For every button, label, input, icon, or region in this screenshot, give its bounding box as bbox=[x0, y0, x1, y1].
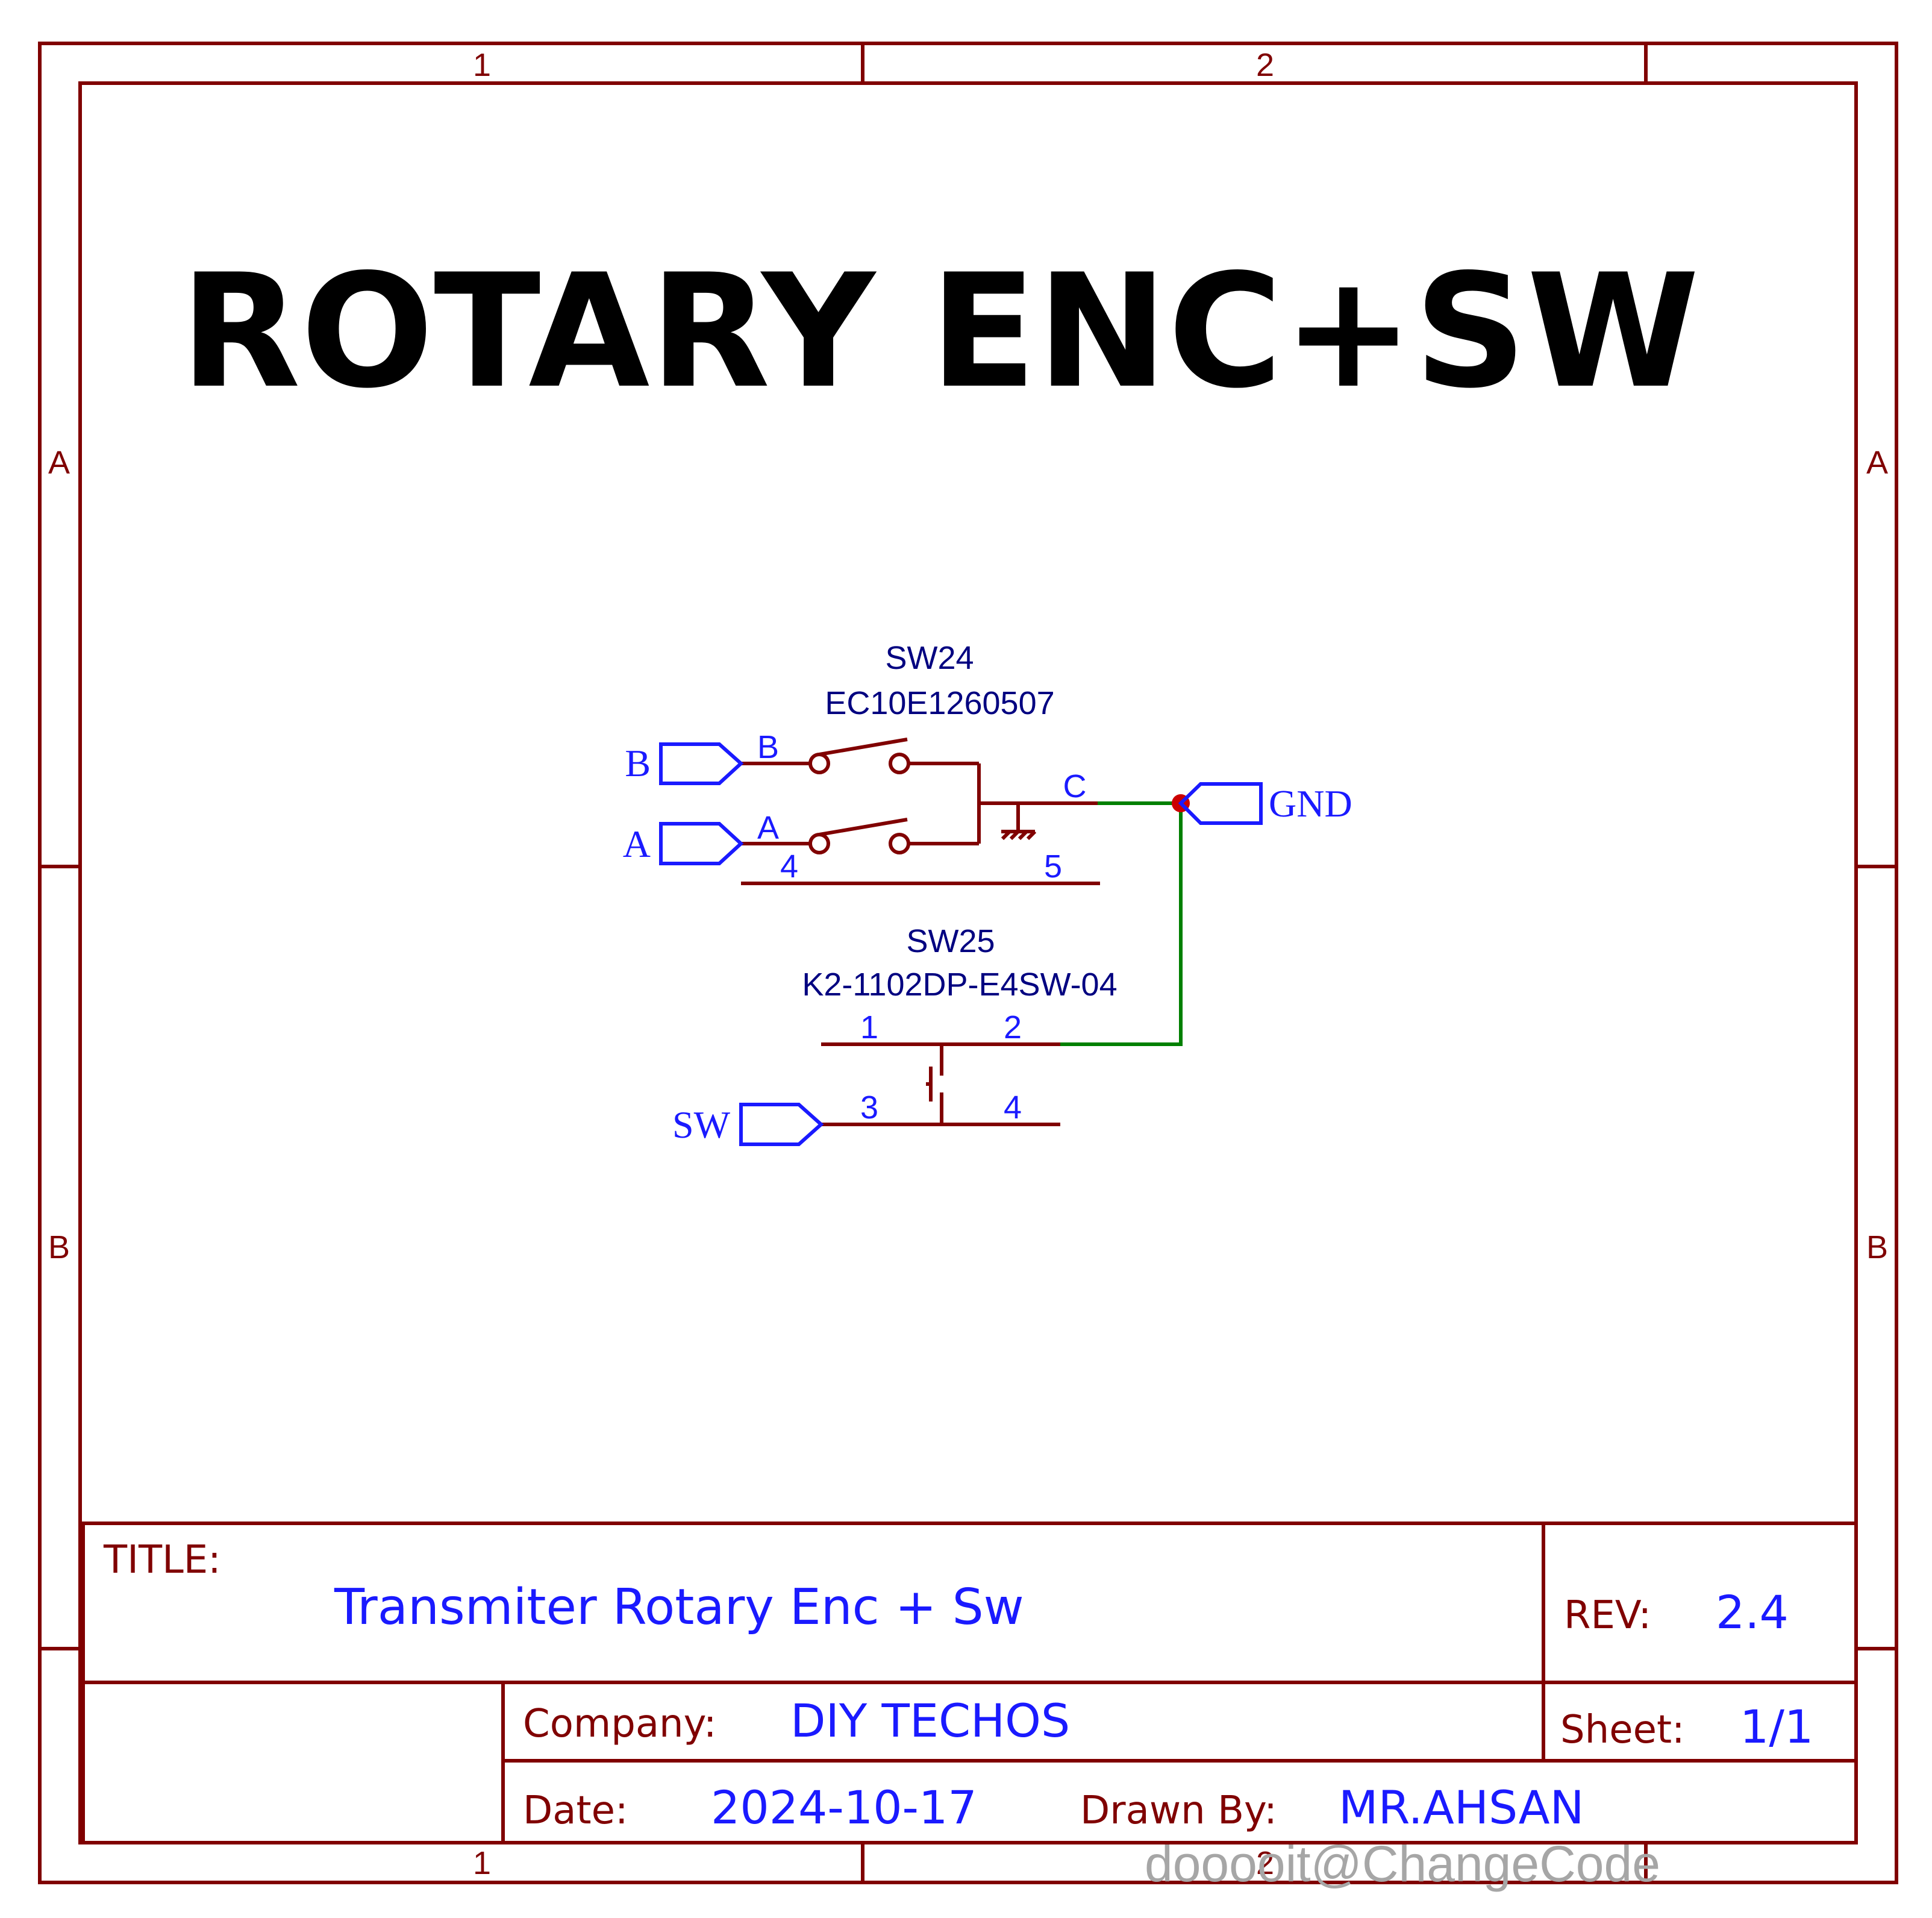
sheet-label: Sheet: bbox=[1560, 1708, 1685, 1752]
net-port-gnd: GND bbox=[1178, 782, 1352, 825]
zone-column-2-bottom: 2 bbox=[1256, 1845, 1274, 1881]
sw24-pin-a: A bbox=[757, 810, 779, 846]
title-value: Transmiter Rotary Enc + Sw bbox=[334, 1579, 1024, 1636]
sw24-pin-b: B bbox=[757, 729, 779, 765]
sw24-a-contact-right bbox=[889, 833, 910, 854]
drawn-by-label: Drawn By: bbox=[1080, 1788, 1277, 1833]
net-port-a: A bbox=[623, 822, 744, 865]
date-label: Date: bbox=[523, 1788, 628, 1833]
sw25-pin-1: 1 bbox=[860, 1009, 878, 1045]
net-port-a-label: A bbox=[623, 823, 651, 865]
wire-gnd-to-sw25-pin2 bbox=[1060, 803, 1183, 1046]
zone-row-b-right: B bbox=[1866, 1229, 1888, 1265]
sw24-pin-5: 5 bbox=[1044, 848, 1062, 885]
sheet-heading: ROTARY ENC+SW bbox=[180, 241, 1699, 423]
sw24-rotary-encoder: SW24 EC10E1260507 bbox=[741, 640, 1100, 885]
sw24-a-contact-left bbox=[808, 833, 830, 854]
zone-row-a-right: A bbox=[1866, 445, 1888, 481]
rev-label: REV: bbox=[1564, 1593, 1651, 1638]
net-port-gnd-label: GND bbox=[1269, 782, 1352, 825]
sw24-pin-4: 4 bbox=[780, 848, 798, 885]
company-value: DIY TECHOS bbox=[790, 1694, 1070, 1747]
zone-column-1-top: 1 bbox=[473, 47, 491, 83]
outer-border bbox=[38, 42, 1898, 1884]
sw25-pin-4: 4 bbox=[1004, 1089, 1022, 1126]
title-label: TITLE: bbox=[103, 1538, 221, 1582]
zone-row-a-left: A bbox=[48, 445, 70, 481]
zone-column-2-top: 2 bbox=[1256, 47, 1274, 83]
sw25-pin-3: 3 bbox=[860, 1089, 878, 1126]
title-block: TITLE: Transmiter Rotary Enc + Sw REV: 2… bbox=[81, 1522, 1858, 1844]
sw24-part-number: EC10E1260507 bbox=[825, 685, 1054, 721]
sw24-pin-c: C bbox=[1063, 768, 1087, 804]
net-ports: B A GND SW bbox=[623, 742, 1352, 1146]
company-label: Company: bbox=[523, 1702, 716, 1746]
net-port-sw-label: SW bbox=[672, 1103, 731, 1146]
sw24-b-contact-left bbox=[808, 753, 830, 774]
gnd-net-wires bbox=[1060, 801, 1183, 1046]
sw25-pin-labels: 1 2 3 4 bbox=[860, 1009, 1022, 1126]
rev-value: 2.4 bbox=[1716, 1585, 1789, 1639]
frame-zone-labels: 1 2 1 2 A B A B bbox=[48, 47, 1888, 1881]
watermark: dooooit@ChangeCode bbox=[1145, 1835, 1660, 1892]
net-port-sw: SW bbox=[672, 1103, 824, 1146]
sheet-value: 1/1 bbox=[1740, 1700, 1813, 1753]
sw25-part-number: K2-1102DP-E4SW-04 bbox=[802, 967, 1117, 1003]
net-port-b: B bbox=[625, 742, 744, 785]
zone-row-b-left: B bbox=[48, 1229, 70, 1265]
drawn-by-value: MR.AHSAN bbox=[1339, 1781, 1584, 1834]
sw24-symbol bbox=[741, 738, 1100, 885]
sw25-symbol bbox=[821, 1042, 1060, 1126]
sw24-b-contact-right bbox=[889, 753, 910, 774]
net-port-b-label: B bbox=[625, 742, 651, 785]
zone-column-1-bottom: 1 bbox=[473, 1845, 491, 1881]
sw25-push-switch: SW25 K2-1102DP-E4SW-04 1 2 3 4 bbox=[802, 923, 1118, 1126]
sw25-designator: SW25 bbox=[906, 923, 995, 959]
sw24-designator: SW24 bbox=[885, 640, 974, 676]
sw25-pin-2: 2 bbox=[1004, 1009, 1022, 1045]
sw24-pin-labels: B A C 4 5 bbox=[757, 729, 1087, 885]
date-value: 2024-10-17 bbox=[711, 1781, 977, 1834]
